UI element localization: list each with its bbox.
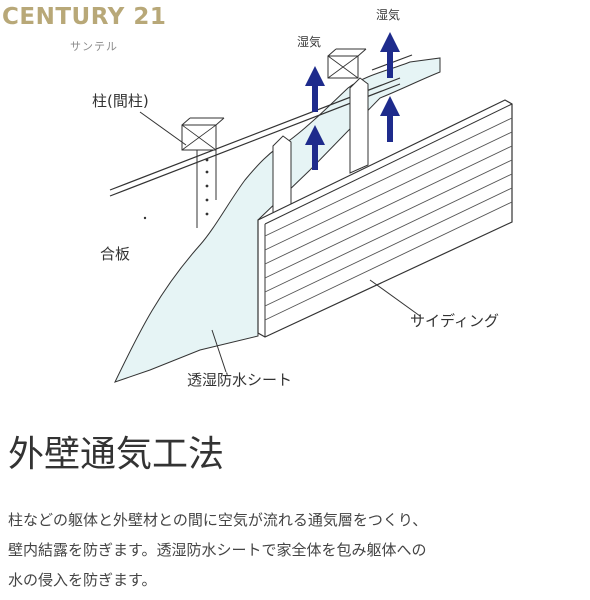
furring-strip-1 <box>272 135 292 214</box>
arrow-up-icon <box>380 96 400 142</box>
pillar-right <box>327 48 367 79</box>
label-pillar: 柱(間柱) <box>92 92 149 110</box>
description-line-2: 壁内結露を防ぎます。透湿防水シートで家全体を包み躯体への <box>8 541 427 559</box>
arrow-up-icon <box>380 32 400 78</box>
description-line-3: 水の侵入を防ぎます。 <box>8 571 157 589</box>
arrow-up-icon <box>305 66 325 112</box>
ventilation-wall-diagram: 柱(間柱) 合板 透湿防水シート サイディング 湿気 湿気 <box>92 7 513 389</box>
logo-subtitle: サンテル <box>70 40 118 53</box>
siding-panel <box>257 99 513 338</box>
moisture-arrows <box>305 32 400 170</box>
description-line-1: 柱などの躯体と外壁材との間に空気が流れる通気層をつくり、 <box>8 511 428 529</box>
page-title: 外壁通気工法 <box>8 434 225 475</box>
breathable-sheet <box>114 57 441 383</box>
label-plywood: 合板 <box>100 245 130 263</box>
pillar-left <box>181 117 225 228</box>
furring-strip-2 <box>349 77 369 174</box>
label-siding: サイディング <box>410 312 499 330</box>
label-moisture-left: 湿気 <box>297 34 321 49</box>
arrow-up-icon <box>305 125 325 170</box>
label-breathable-sheet: 透湿防水シート <box>187 371 292 389</box>
logo-brand: CENTURY 21 <box>2 4 167 30</box>
label-moisture-right: 湿気 <box>376 7 400 22</box>
description: 柱などの躯体と外壁材との間に空気が流れる通気層をつくり、 壁内結露を防ぎます。透… <box>8 505 583 595</box>
